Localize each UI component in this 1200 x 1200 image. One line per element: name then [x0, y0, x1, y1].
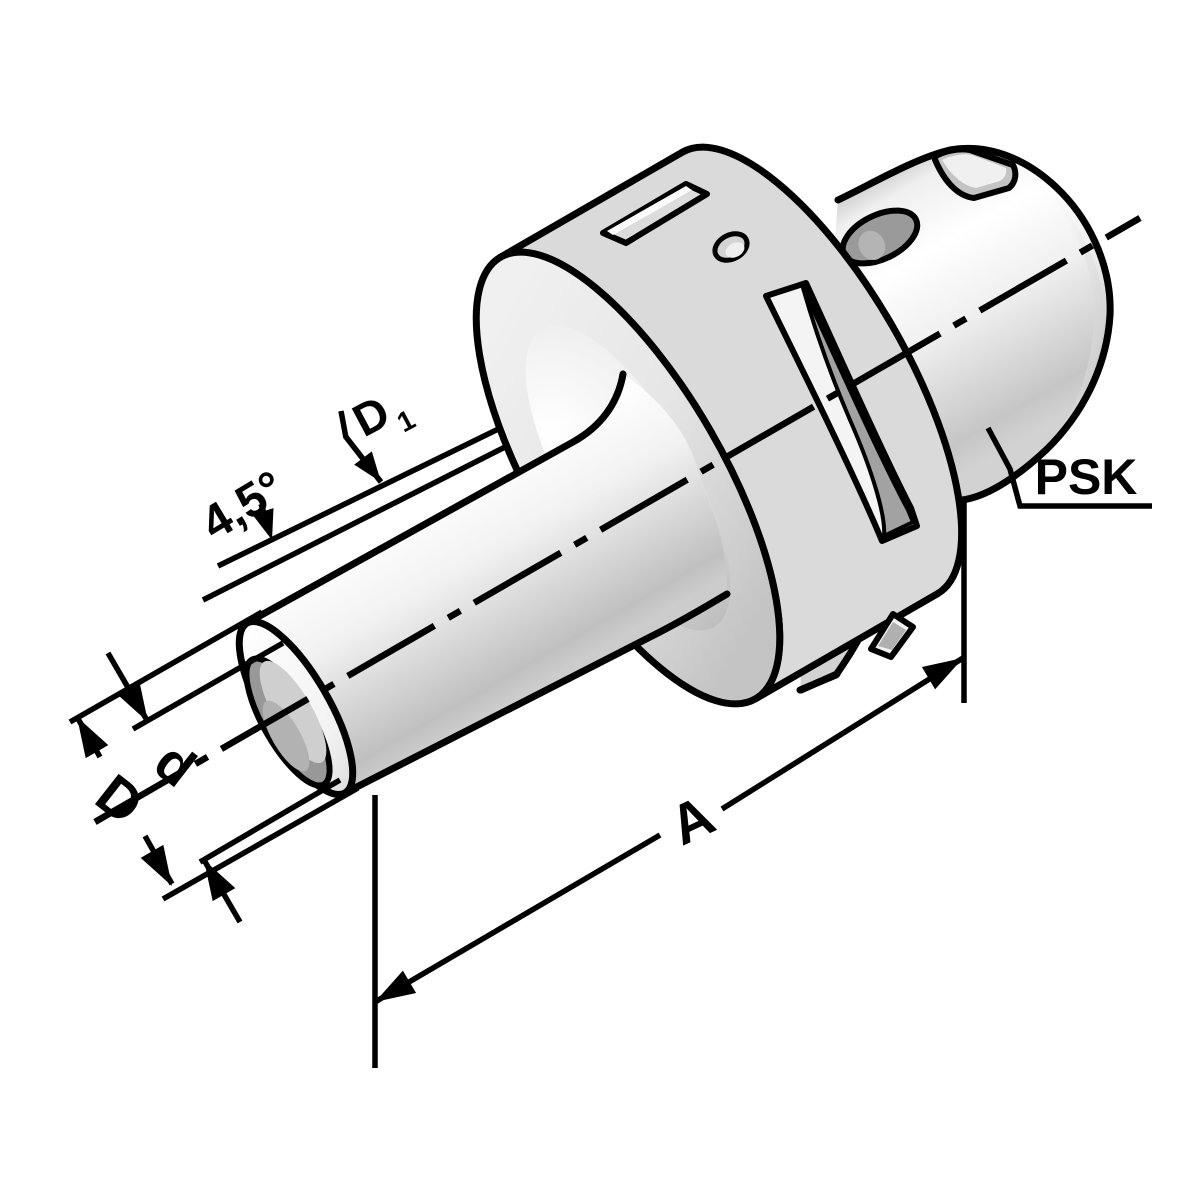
a-dim-line-2: [720, 655, 965, 812]
small-d-arrowhead-bottom: [204, 860, 236, 902]
label-d1: D: [344, 385, 398, 447]
label-a: A: [660, 783, 723, 857]
angle-arrowhead: [252, 508, 274, 540]
small-d-ext-line-top: [131, 640, 285, 732]
a-arrowhead-right: [921, 658, 963, 690]
flange-face-hole: [712, 231, 750, 263]
psk-callout: PSK: [985, 426, 1152, 509]
psk-leader-line: [985, 426, 1152, 509]
diamond-notch-shadow: [878, 622, 906, 650]
small-d-ext-line-bottom: [198, 777, 342, 865]
nose-tube-top-edge: [243, 370, 627, 627]
bore: [243, 655, 333, 789]
label-psk: PSK: [1035, 449, 1138, 505]
d-ext-line-top: [68, 609, 264, 725]
shank-notch-highlight: [942, 154, 1007, 188]
small-d-arrowhead-top: [116, 680, 148, 722]
d1-tick: [338, 410, 349, 439]
label-d1-subscript: 1: [392, 404, 420, 439]
shank-oval-hole: [839, 207, 921, 267]
flange-top-notch: [600, 181, 710, 246]
a-arrowhead-left: [375, 970, 417, 1002]
top-notch-highlight: [607, 186, 692, 235]
top-notch-outline: [600, 181, 710, 246]
d-arrowhead-top: [77, 717, 109, 759]
keyway-slot-inner-wall: [801, 286, 915, 538]
label-big-d: D: [85, 762, 156, 837]
centerline: [93, 215, 1142, 825]
shank-end-shading: [1040, 180, 1105, 448]
d1-arrowhead: [354, 451, 381, 482]
d-arrowhead-bottom: [140, 844, 172, 886]
bottom-diamond-notch: [868, 611, 916, 660]
oval-hole-highlight: [858, 230, 886, 261]
face-hole-highlight: [725, 242, 745, 258]
flange-details: [600, 181, 920, 660]
nose-tube-bottom-edge: [341, 590, 731, 797]
nose-tube-body: [239, 374, 728, 795]
d-ext-line-bottom: [161, 785, 360, 902]
shank-drive-notch: [931, 146, 1019, 201]
shank-bottom-edge-segment: [797, 670, 841, 694]
a-dim-line-1: [373, 832, 662, 1005]
dimension-d1: D 1: [338, 385, 420, 484]
flange-keyway-slot: [763, 280, 920, 544]
bore-inner-wall-light: [259, 660, 327, 764]
